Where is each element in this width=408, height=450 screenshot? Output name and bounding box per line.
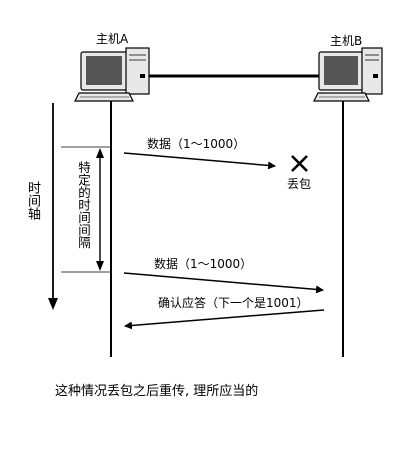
- retransmit-data-arrow: [123, 272, 324, 294]
- time-axis-arrowhead: [48, 298, 58, 310]
- host-b-label: 主机B: [330, 34, 363, 48]
- host-a-label: 主机A: [96, 32, 129, 46]
- packet-loss-label: 丢包: [287, 177, 312, 191]
- interval-label: 特定的时间间隔: [76, 161, 91, 249]
- cross-icon: [291, 155, 308, 172]
- time-axis-label: 时间轴: [25, 181, 40, 220]
- computer-icon-host-a: [74, 47, 150, 102]
- ack-label: 确认应答（下一个是1001）: [158, 296, 309, 310]
- lost-data-arrow: [123, 152, 276, 170]
- interval-arrowhead-top: [96, 148, 104, 158]
- ack-arrow: [124, 309, 325, 330]
- retransmit-data-label: 数据（1～1000）: [154, 257, 253, 271]
- lost-data-label: 数据（1～1000）: [147, 137, 246, 151]
- computer-icon-host-b: [313, 47, 383, 102]
- interval-arrowhead-bottom: [96, 261, 104, 271]
- caption-text: 这种情况丢包之后重传, 理所应当的: [55, 384, 259, 399]
